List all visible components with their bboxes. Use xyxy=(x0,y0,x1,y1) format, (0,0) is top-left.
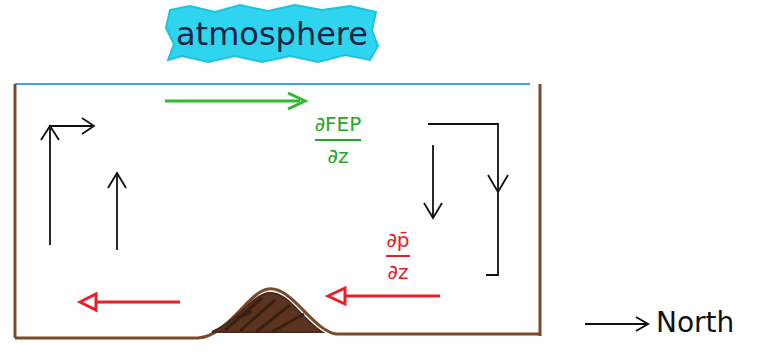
circulation-arrow xyxy=(50,126,92,245)
topography-hatching xyxy=(225,298,304,332)
arrowhead xyxy=(288,93,305,109)
arrowhead xyxy=(82,118,94,134)
pressure-gradient-arrows xyxy=(80,288,440,310)
upwelling-arrows xyxy=(41,118,126,250)
arrowhead xyxy=(328,288,345,304)
fraction-bar xyxy=(315,139,362,141)
arrowhead xyxy=(108,173,126,188)
arrowhead xyxy=(41,126,59,140)
arrowhead xyxy=(636,317,648,331)
arrowhead xyxy=(80,294,96,310)
arrowhead xyxy=(488,175,508,192)
ocean-floor xyxy=(15,289,540,338)
sky-highlight xyxy=(166,5,378,62)
atmosphere-boundary xyxy=(15,83,530,85)
direction-label: North xyxy=(656,306,734,340)
north-arrow xyxy=(585,317,648,331)
fraction-bar xyxy=(386,255,409,257)
arrow-shaft xyxy=(585,323,646,325)
circulation-arrow xyxy=(432,145,434,218)
ocean-basin-wall xyxy=(539,84,542,336)
region-label: atmosphere xyxy=(176,15,368,53)
circulation-arrow xyxy=(428,124,498,275)
arrow-shaft xyxy=(96,301,180,304)
arrowhead xyxy=(424,203,442,218)
ocean-basin-wall xyxy=(14,84,17,338)
arrow-shaft xyxy=(165,100,300,103)
eddy-flux-arrow xyxy=(165,93,305,109)
circulation-arrow xyxy=(116,173,118,250)
topography-mound xyxy=(212,293,322,332)
arrow-shaft xyxy=(345,295,440,298)
downwelling-arrows xyxy=(424,124,508,275)
